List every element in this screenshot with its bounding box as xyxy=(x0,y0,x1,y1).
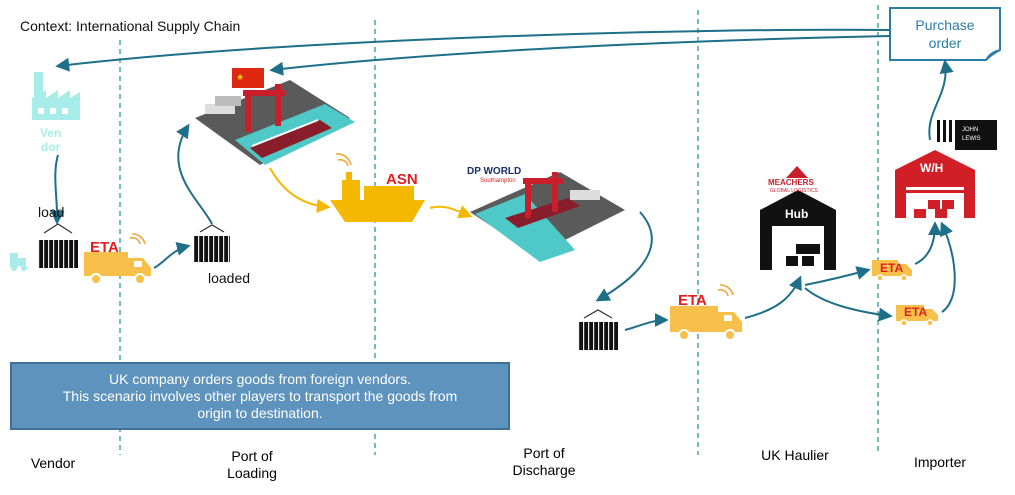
context-title: Context: International Supply Chain xyxy=(20,18,241,34)
truck-icon-vendor xyxy=(84,233,151,285)
order-arrow-to-vendor xyxy=(55,28,891,72)
svg-text:DP WORLD: DP WORLD xyxy=(467,166,521,177)
lane-label-vendor: Vendor xyxy=(30,455,76,471)
hub-label: Hub xyxy=(785,207,808,221)
truck-to-hub-arrow xyxy=(744,275,802,319)
svg-text:MEACHERS: MEACHERS xyxy=(768,178,814,187)
svg-text:GLOBAL LOGISTICS: GLOBAL LOGISTICS xyxy=(770,188,819,194)
truck-to-container-arrow xyxy=(153,241,191,269)
vendor-icon-label: Ven dor xyxy=(40,126,62,154)
container-loaded-icon xyxy=(194,224,230,262)
eta-label-importer-upper: ETA xyxy=(880,261,903,275)
warehouse-icon xyxy=(895,150,975,218)
port-of-discharge-icon xyxy=(470,172,625,262)
warehouse-label: W/H xyxy=(920,161,943,175)
purchase-order-label: Purchase order xyxy=(915,17,975,51)
info-box-line-2: This scenario involves other players to … xyxy=(62,388,458,404)
factory-icon xyxy=(32,72,80,120)
svg-text:JOHN: JOHN xyxy=(962,127,978,133)
hub-to-truck-upper-arrow xyxy=(804,266,871,286)
john-lewis-logo: JOHN LEWIS xyxy=(937,120,997,150)
truck-icon-importer-upper xyxy=(872,260,912,282)
load-label: load xyxy=(38,204,65,220)
asn-label: ASN xyxy=(386,171,418,188)
truck-to-warehouse-upper-arrow xyxy=(914,221,942,265)
info-box-line-1: UK company orders goods from foreign ven… xyxy=(109,371,411,387)
truck-to-warehouse-lower-arrow xyxy=(940,221,956,313)
hub-to-truck-lower-arrow xyxy=(804,287,893,322)
truck-icon-importer-lower xyxy=(896,305,938,327)
shipping-arrow-to-ship xyxy=(269,167,331,213)
lane-label-uk-haulier: UK Haulier xyxy=(761,447,829,463)
container-to-truck-arrow xyxy=(624,313,669,331)
discharge-to-container-arrow xyxy=(595,211,653,302)
ship-icon xyxy=(330,153,425,222)
svg-text:★: ★ xyxy=(236,73,244,83)
port-of-loading-icon xyxy=(195,80,355,165)
order-arrow-to-port xyxy=(269,35,891,76)
eta-label-vendor: ETA xyxy=(90,239,119,256)
purchase-order-document xyxy=(889,7,1001,61)
info-box-line-3: origin to destination. xyxy=(197,405,323,421)
china-flag-icon: ★ xyxy=(232,68,264,88)
lane-label-importer: Importer xyxy=(913,454,967,470)
info-box: UK company orders goods from foreign ven… xyxy=(10,362,510,430)
container-discharge-icon xyxy=(578,309,618,350)
order-arrows xyxy=(55,28,954,141)
po-arrow-from-warehouse xyxy=(928,59,954,141)
svg-text:Southampton: Southampton xyxy=(480,178,516,184)
hub-building-icon xyxy=(760,190,836,270)
container-load-icon xyxy=(38,223,78,268)
meachers-logo: MEACHERS GLOBAL LOGISTICS xyxy=(768,166,819,194)
vendor-down-arrow xyxy=(50,154,65,225)
svg-text:LEWIS: LEWIS xyxy=(962,136,981,142)
dp-world-logo: DP WORLD Southampton xyxy=(467,166,521,184)
eta-label-haulier: ETA xyxy=(678,292,707,309)
forklift-icon xyxy=(10,253,27,271)
truck-icon-haulier xyxy=(670,284,742,341)
loaded-label: loaded xyxy=(208,270,251,286)
shipping-arrow-to-discharge xyxy=(429,205,473,219)
container-to-port-arrow xyxy=(176,123,213,225)
eta-label-importer-lower: ETA xyxy=(904,305,927,319)
